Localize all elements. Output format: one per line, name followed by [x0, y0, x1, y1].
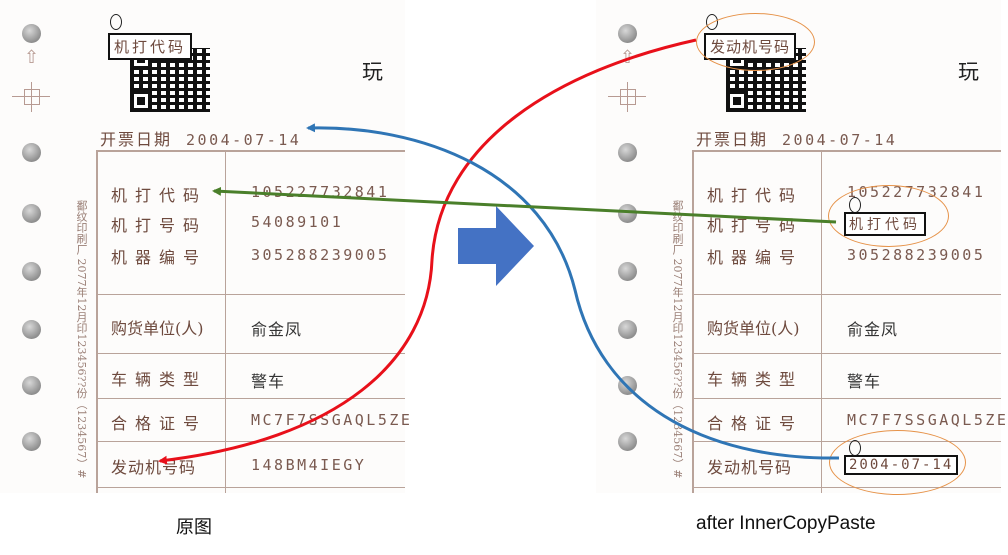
table-rule: [96, 398, 405, 399]
row-label-vehicle-type: 车辆类型: [111, 370, 208, 389]
row-value-vehicle-type: 警车: [847, 372, 882, 391]
highlight-ellipse: [696, 13, 815, 71]
registration-crosshair-icon: [608, 82, 646, 112]
binder-hole: [618, 24, 637, 43]
row-label-machine-serial: 机器编号: [707, 248, 804, 267]
up-arrow-mark-icon: ⇧: [24, 47, 40, 68]
issue-date-label: 开票日期: [696, 130, 769, 149]
table-rule: [692, 150, 1001, 152]
caption-original: 原图: [176, 517, 212, 538]
table-rule: [692, 398, 1001, 399]
row-label-engine-number: 发动机号码: [707, 458, 793, 477]
row-value-certificate: MC7F7SSGAQL5ZE: [251, 411, 413, 429]
binder-hole: [618, 262, 637, 281]
row-label-vehicle-type: 车辆类型: [707, 370, 804, 389]
issue-date-value: 2004-07-14: [782, 131, 898, 149]
binder-hole: [22, 24, 41, 43]
top-code-label: 机打代码: [108, 33, 193, 60]
right-arrow-icon: [458, 206, 534, 286]
table-rule: [692, 353, 1001, 354]
binder-hole: [22, 376, 41, 395]
binder-hole: [22, 320, 41, 339]
row-label-machine-code: 机打代码: [111, 186, 208, 205]
row-value-buyer: 俞金凤: [847, 320, 899, 339]
binder-hole: [22, 432, 41, 451]
up-arrow-mark-icon: ⇧: [620, 47, 636, 68]
row-value-machine-number: 54089101: [251, 213, 344, 231]
printer-side-text: 鄱纹印刷厂 2077年12月印123456??份（1234567）#: [671, 200, 684, 479]
row-value-machine-serial: 305288239005: [251, 246, 390, 264]
row-label-buyer: 购货单位(人): [707, 319, 800, 338]
row-label-certificate: 合格证号: [111, 414, 208, 433]
table-rule: [96, 294, 405, 295]
row-label-machine-serial: 机器编号: [111, 248, 208, 267]
row-label-engine-number: 发动机号码: [111, 458, 197, 477]
issue-date-label: 开票日期: [100, 130, 173, 149]
row-value-machine-code: 105227732841: [251, 183, 390, 201]
table-rule: [692, 294, 1001, 295]
row-value-certificate: MC7F7SSGAQL5ZE: [847, 411, 1008, 429]
issue-date-value: 2004-07-14: [186, 131, 302, 149]
original-invoice-panel: ⇧ 机打代码 玩 开票日期 2004-07-14 鄱纹印刷厂 2077年12月印1…: [0, 0, 410, 493]
edited-invoice-panel: ⇧ 发动机号码 玩 开票日期 2004-07-14 鄱纹印刷厂 2077年12月印…: [596, 0, 1006, 495]
table-rule: [96, 487, 405, 488]
table-rule: [96, 150, 405, 152]
table-rule: [96, 353, 405, 354]
row-value-engine-number: 148BM4IEGY: [251, 456, 367, 474]
row-label-certificate: 合格证号: [707, 414, 804, 433]
row-label-buyer: 购货单位(人): [111, 319, 204, 338]
row-value-vehicle-type: 警车: [251, 372, 286, 391]
table-rule: [96, 441, 405, 442]
binder-hole: [22, 204, 41, 223]
binder-hole: [618, 432, 637, 451]
highlight-ellipse: [828, 185, 949, 247]
binder-hole: [618, 320, 637, 339]
highlight-ellipse: [829, 430, 966, 495]
ring-mark-icon: [110, 14, 122, 30]
binder-hole: [22, 143, 41, 162]
issue-date-line: 开票日期 2004-07-14: [100, 126, 301, 150]
row-value-buyer: 俞金凤: [251, 320, 303, 339]
table-rule: [96, 150, 98, 493]
binder-hole: [22, 262, 41, 281]
binder-hole: [618, 204, 637, 223]
row-label-machine-code: 机打代码: [707, 186, 804, 205]
registration-crosshair-icon: [12, 82, 50, 112]
row-value-machine-serial: 305288239005: [847, 246, 986, 264]
table-rule: [692, 487, 1001, 488]
row-label-machine-number: 机打号码: [111, 216, 208, 235]
issue-date-line: 开票日期 2004-07-14: [696, 126, 897, 150]
binder-hole: [618, 376, 637, 395]
corner-character: 玩: [362, 60, 383, 84]
row-label-machine-number: 机打号码: [707, 216, 804, 235]
caption-after: after InnerCopyPaste: [696, 513, 876, 534]
printer-side-text: 鄱纹印刷厂 2077年12月印123456??份（1234567）#: [75, 200, 88, 479]
corner-character: 玩: [958, 60, 979, 84]
binder-hole: [618, 143, 637, 162]
